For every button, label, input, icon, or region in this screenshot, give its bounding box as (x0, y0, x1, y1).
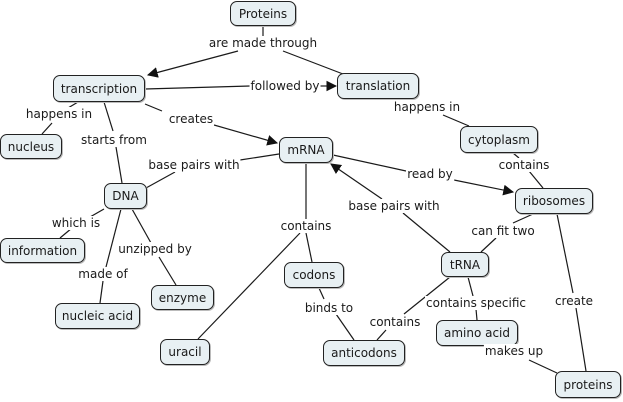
concept-translation[interactable]: translation (337, 73, 419, 99)
line-contains-uracil (197, 232, 301, 340)
line-mrna-basepairs (239, 153, 280, 161)
concept-cytoplasm[interactable]: cytoplasm (460, 126, 538, 153)
phrase-starts-from[interactable]: starts from (80, 133, 148, 147)
concept-label: DNA (112, 189, 139, 203)
phrase-contains-trna[interactable]: contains (368, 315, 422, 329)
concept-proteins-top[interactable]: Proteins (230, 1, 296, 26)
line-transcription-creates (144, 103, 163, 112)
line-unzippedby-enzyme (158, 256, 177, 286)
concept-dna[interactable]: DNA (104, 183, 147, 209)
line-dna-madeof (105, 208, 122, 268)
line-madeof-nucleicacid (99, 280, 104, 304)
concept-label: mRNA (287, 143, 325, 157)
phrase-contains-specific[interactable]: contains specific (425, 296, 527, 310)
line-ribosomes-create (556, 213, 574, 294)
phrase-makes-up[interactable]: makes up (483, 344, 545, 358)
concept-trna[interactable]: tRNA (441, 252, 489, 277)
line-canfittwo-trna (480, 237, 497, 253)
concept-label: enzyme (158, 290, 207, 305)
line-dna-whichis (89, 208, 105, 218)
line-trna-basepairs (402, 212, 451, 253)
phrase-happens-in-nucleus[interactable]: happens in (24, 107, 94, 121)
line-contains-anticodons (376, 329, 387, 341)
line-phrase-translation (282, 50, 344, 75)
line-create-proteins (575, 307, 587, 372)
phrase-base-pairs-with-dna[interactable]: base pairs with (147, 158, 241, 172)
concept-amino-acid[interactable]: amino acid (436, 320, 518, 346)
concept-label: nucleic acid (61, 309, 134, 323)
line-trna-containsspecific (467, 276, 474, 297)
phrase-which-is[interactable]: which is (50, 216, 102, 230)
concept-proteins-bottom[interactable]: proteins (555, 371, 621, 398)
line-containsspecific-aminoacid (475, 308, 478, 321)
concept-nucleus[interactable]: nucleus (0, 134, 62, 159)
concept-label: nucleus (7, 139, 55, 154)
line-phrase-transcription (146, 50, 239, 78)
line-happensin-cytoplasm (442, 114, 470, 127)
concept-uracil[interactable]: uracil (160, 339, 210, 365)
line-contains-codons (305, 232, 313, 263)
concept-information[interactable]: information (0, 238, 85, 263)
line-startsfrom-dna (115, 146, 123, 184)
line-creates-mrna (213, 124, 279, 146)
concept-label: tRNA (449, 257, 481, 272)
line-basepairs-dna (145, 171, 176, 189)
concept-label: cytoplasm (468, 132, 530, 147)
phrase-base-pairs-with-trna[interactable]: base pairs with (347, 199, 441, 213)
line-dna-unzippedby (131, 208, 152, 244)
concept-anticodons[interactable]: anticodons (323, 340, 405, 366)
phrase-unzipped-by[interactable]: unzipped by (117, 242, 193, 256)
phrase-are-made-through[interactable]: are made through (207, 36, 319, 50)
concept-ribosomes[interactable]: ribosomes (515, 188, 593, 214)
concept-label: anticodons (331, 346, 397, 360)
line-readby-ribosomes (453, 179, 515, 196)
phrase-contains-cytoplasm[interactable]: contains (497, 158, 551, 172)
line-mrna-readby (332, 154, 407, 172)
concept-label: translation (345, 79, 411, 93)
line-basepairs-mrna (330, 163, 383, 200)
phrase-binds-to[interactable]: binds to (303, 301, 355, 315)
concept-label: amino acid (443, 326, 511, 340)
line-contains-ribosomes (528, 170, 544, 189)
line-bindsto-anticodons (335, 313, 355, 341)
concept-label: information (7, 243, 78, 258)
line-makesup-proteins (528, 359, 558, 374)
concept-label: codons (292, 268, 336, 282)
concept-nucleic-acid[interactable]: nucleic acid (55, 303, 140, 329)
concept-codons[interactable]: codons (284, 262, 344, 288)
concept-label: Proteins (238, 6, 288, 21)
phrase-contains-mrna[interactable]: contains (279, 219, 333, 233)
phrase-made-of[interactable]: made of (77, 267, 129, 281)
phrase-followed-by[interactable]: followed by (249, 79, 321, 93)
phrase-can-fit-two[interactable]: can fit two (470, 224, 536, 238)
line-transcription-followedby (144, 85, 251, 90)
concept-mrna[interactable]: mRNA (279, 137, 333, 163)
concept-enzyme[interactable]: enzyme (151, 285, 214, 310)
phrase-creates[interactable]: creates (167, 112, 215, 126)
phrase-create[interactable]: create (553, 294, 595, 308)
concept-label: ribosomes (522, 194, 586, 208)
concept-label: uracil (168, 345, 202, 359)
line-happensin-nucleus (41, 122, 53, 135)
line-cytoplasm-contains (512, 152, 520, 159)
phrase-happens-in-cytoplasm[interactable]: happens in (392, 100, 462, 114)
line-transcription-startsfrom (103, 101, 114, 132)
concept-label: transcription (60, 81, 138, 96)
concept-transcription[interactable]: transcription (53, 75, 145, 102)
line-codons-bindsto (318, 287, 325, 300)
concept-label: proteins (563, 377, 613, 392)
line-trna-contains (403, 276, 451, 315)
phrase-read-by[interactable]: read by (406, 167, 454, 181)
line-ribosomes-canfittwo (512, 213, 534, 224)
